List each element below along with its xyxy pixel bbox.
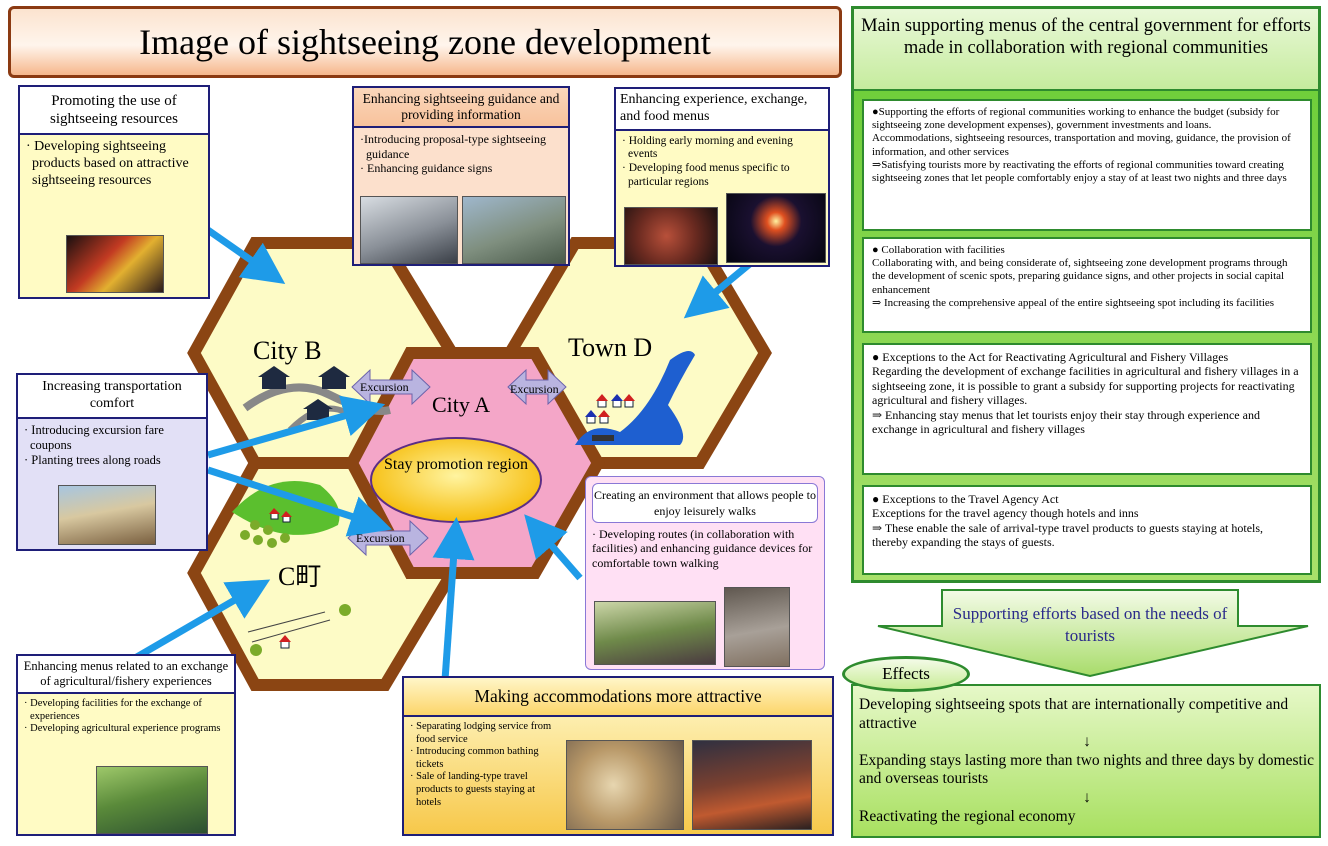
street-photo	[724, 587, 790, 667]
stay-promotion-ellipse	[370, 437, 542, 523]
support-section-agricultural-act: ● Exceptions to the Act for Reactivating…	[862, 343, 1312, 475]
guidance-title: Enhancing sightseeing guidance and provi…	[354, 88, 568, 129]
support-menus-panel: Main supporting menus of the central gov…	[851, 6, 1321, 583]
agri-box: Enhancing menus related to an exchange o…	[16, 654, 236, 836]
support-menus-title: Main supporting menus of the central gov…	[854, 9, 1318, 91]
tree-icon	[240, 520, 351, 656]
guidance-photo	[360, 196, 458, 264]
effect-line: Developing sightseeing spots that are in…	[859, 696, 1289, 732]
promoting-title: Promoting the use of sightseeing resourc…	[20, 87, 208, 135]
bus-photo	[58, 485, 156, 545]
section-line: ⇒Satisfying tourists more by reactivatin…	[872, 158, 1287, 184]
transport-body: · Introducing excursion fare coupons · P…	[18, 419, 206, 472]
list-item: · Introducing excursion fare coupons	[24, 422, 164, 452]
hot-spring-town-photo	[692, 740, 812, 830]
boat-icon	[592, 435, 614, 441]
section-line: Exceptions for the travel agency though …	[872, 506, 1139, 521]
section-line: Regarding the development of exchange fa…	[872, 364, 1299, 408]
experience-title: Enhancing experience, exchange, and food…	[616, 89, 828, 131]
list-item: · Developing agricultural experience pro…	[24, 723, 221, 735]
section-line: ● Exceptions to the Travel Agency Act	[872, 492, 1059, 506]
town-c-label: C町	[278, 562, 322, 591]
list-item: · Separating lodging service from food s…	[410, 721, 552, 745]
list-item: · Holding early morning and evening even…	[622, 134, 793, 161]
experience-body: · Holding early morning and evening even…	[616, 131, 828, 194]
fireworks-photo	[726, 193, 826, 263]
promoting-box: Promoting the use of sightseeing resourc…	[18, 85, 210, 299]
walks-title: Creating an environment that allows peop…	[592, 483, 818, 523]
list-item: · Introducing common bathing tickets	[410, 746, 539, 770]
effect-line: Expanding stays lasting more than two ni…	[859, 751, 1315, 788]
list-item: · Planting trees along roads	[24, 452, 161, 467]
small-house-icon	[585, 394, 635, 424]
excursion-label: Excursion	[510, 382, 559, 396]
house-icon	[258, 366, 350, 420]
effects-label: Effects	[842, 656, 970, 692]
effects-body: Developing sightseeing spots that are in…	[853, 686, 1319, 826]
transport-box: Increasing transportation comfort · Intr…	[16, 373, 208, 551]
excursion-label: Excursion	[356, 531, 405, 545]
support-section-facilities: ● Collaboration with facilities Collabor…	[862, 237, 1312, 333]
food-photo	[624, 207, 718, 265]
promoting-body: · Developing sightseeing products based …	[20, 135, 208, 193]
walks-body: · Developing routes (in collaboration wi…	[592, 527, 818, 570]
agri-title: Enhancing menus related to an exchange o…	[18, 656, 234, 694]
city-b-label: City B	[253, 336, 322, 365]
transport-title: Increasing transportation comfort	[18, 375, 206, 419]
excursion-label: Excursion	[360, 380, 409, 394]
down-arrow	[877, 589, 1309, 678]
down-arrow-icon: ↓	[1083, 788, 1091, 806]
section-line: Accommodations, sightseeing resources, t…	[872, 132, 1291, 158]
section-line: ⇒ Enhancing stay menus that let tourists…	[872, 407, 1260, 436]
town-d-label: Town D	[568, 333, 653, 362]
section-line: ⇒ Increasing the comprehensive appeal of…	[872, 296, 1275, 309]
support-arrow-label: Supporting efforts based on the needs of…	[952, 604, 1228, 646]
sign-photo	[462, 196, 566, 264]
accommodations-box: Making accommodations more attractive · …	[402, 676, 834, 836]
page-title: Image of sightseeing zone development	[8, 6, 842, 78]
small-house-icon	[269, 508, 292, 649]
list-item: · Enhancing guidance signs	[360, 161, 493, 176]
festival-photo	[66, 235, 164, 293]
guidance-box: Enhancing sightseeing guidance and provi…	[352, 86, 570, 266]
support-section-budget: ●Supporting the efforts of regional comm…	[862, 99, 1312, 231]
road-icon	[247, 611, 331, 643]
effect-line: Reactivating the regional economy	[859, 807, 1076, 825]
list-item: · Developing sightseeing products based …	[26, 139, 189, 188]
agri-body: · Developing facilities for the exchange…	[18, 694, 234, 740]
section-line: ●Supporting the efforts of regional comm…	[872, 106, 1280, 132]
rice-terrace-photo	[96, 766, 208, 834]
excursion-arrow	[347, 368, 567, 557]
hill-icon	[232, 481, 340, 535]
list-item: · Developing routes (in collaboration wi…	[592, 527, 813, 570]
list-item: · Sale of landing-type travel products t…	[410, 771, 535, 808]
section-line: ● Collaboration with facilities	[872, 244, 1005, 256]
list-item: ·Introducing proposal-type sightseeing g…	[360, 132, 546, 161]
list-item: · Developing facilities for the exchange…	[24, 698, 202, 722]
section-line: ⇒ These enable the sale of arrival-type …	[872, 520, 1264, 550]
city-a-label: City A	[432, 392, 491, 417]
experience-box: Enhancing experience, exchange, and food…	[614, 87, 830, 267]
list-item: · Developing food menus specific to part…	[622, 162, 790, 188]
walks-box: Creating an environment that allows peop…	[585, 476, 825, 670]
accommodations-title: Making accommodations more attractive	[404, 678, 832, 717]
guidance-body: ·Introducing proposal-type sightseeing g…	[354, 128, 568, 179]
effects-box: Developing sightseeing spots that are in…	[851, 684, 1321, 838]
bathing-ticket-photo	[566, 740, 684, 830]
zone-diagram	[133, 225, 772, 691]
stay-promotion-label: Stay promotion region	[384, 456, 528, 473]
section-line: ● Exceptions to the Act for Reactivating…	[872, 350, 1229, 364]
section-line: Collaborating with, and being considerat…	[872, 257, 1288, 296]
support-section-travel-agency-act: ● Exceptions to the Travel Agency Act Ex…	[862, 485, 1312, 575]
walking-photo	[594, 601, 716, 665]
lake-icon	[575, 351, 695, 445]
down-arrow-icon: ↓	[1083, 733, 1091, 751]
blue-arrow	[133, 225, 755, 681]
accommodations-body: · Separating lodging service from food s…	[404, 717, 568, 813]
